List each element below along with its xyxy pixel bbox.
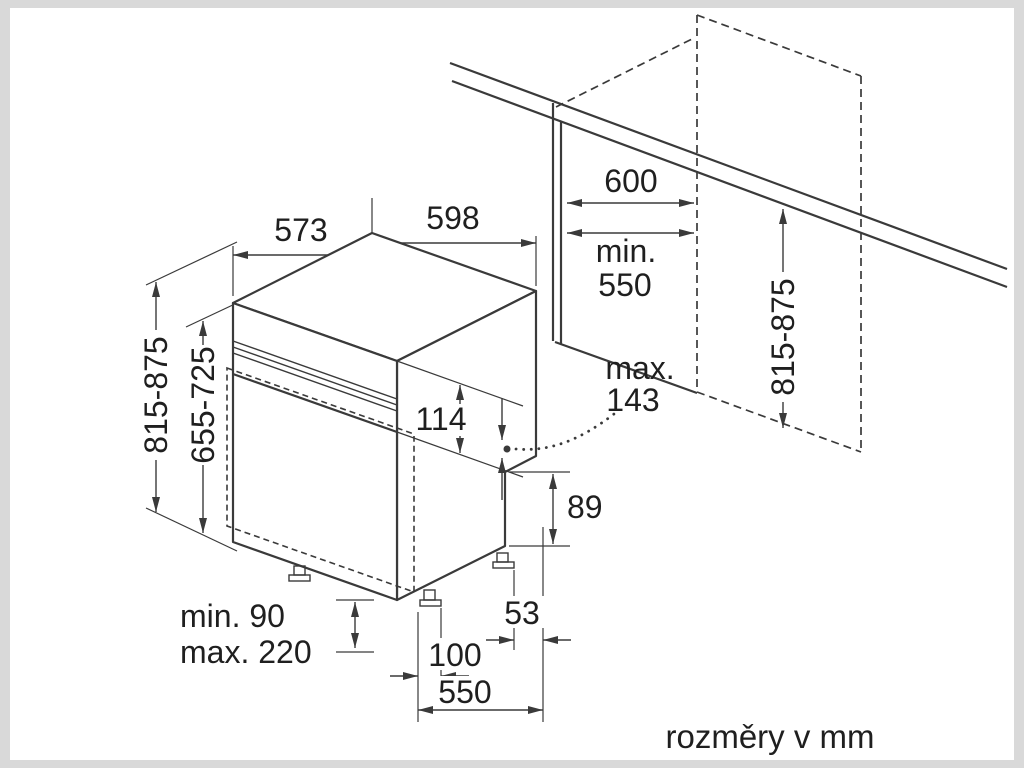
dim-max143-value: 143 (606, 382, 659, 418)
dimension-rear-foot-distance: 53 (486, 527, 571, 722)
dimension-niche-height: 815-875 (765, 209, 801, 428)
appliance-foot (492, 552, 515, 569)
control-panel-bottom-edge (232, 372, 398, 434)
dimension-niche-depth: min. 550 (567, 229, 694, 303)
appliance-foot (288, 565, 311, 582)
dim-598-label: 598 (426, 200, 479, 236)
dim-min550-value: 550 (598, 267, 651, 303)
dimension-niche-width: 600 (567, 163, 694, 207)
niche-outline (551, 14, 862, 453)
control-panel-line (232, 352, 398, 412)
control-panel-line (232, 346, 398, 406)
dishwasher-body (226, 231, 538, 607)
dim-53-label: 53 (504, 595, 540, 631)
dim-600-label: 600 (604, 163, 657, 199)
dimension-plinth-height: min. 90 max. 220 (180, 598, 374, 670)
dim-plinth-min-label: min. 90 (180, 598, 285, 634)
dim-niche-height-label: 815-875 (765, 278, 801, 395)
dim-min550-word: min. (596, 233, 656, 269)
dim-plinth-max-label: max. 220 (180, 634, 312, 670)
dimension-rear-base-height: 89 (509, 471, 603, 547)
dim-550-label: 550 (438, 674, 491, 710)
dimension-front-foot-distance: 100 (390, 608, 485, 722)
units-caption: rozměry v mm (666, 718, 875, 755)
furniture-door-outline (226, 366, 415, 594)
dim-100-label: 100 (428, 637, 481, 673)
dimension-appliance-height: 815-875 (138, 241, 238, 552)
appliance-foot (419, 589, 442, 607)
worktop (449, 61, 1008, 289)
dimension-door-panel-height: 655-725 (185, 321, 221, 533)
dim-max143-word: max. (605, 350, 674, 386)
dim-89-label: 89 (567, 489, 603, 525)
dimension-base-depth: 550 (418, 674, 543, 714)
dimension-door-max: max. 143 (498, 350, 675, 500)
control-panel-line (232, 340, 398, 400)
dim-573-label: 573 (274, 212, 327, 248)
dishwasher-front-face (231, 301, 399, 602)
dim-appliance-height-label: 815-875 (138, 336, 174, 453)
dimension-control-panel-height: 114 (396, 360, 524, 478)
dim-door-panel-height-label: 655-725 (185, 346, 221, 463)
dimension-depth: 573 (232, 198, 373, 296)
dim-114-label: 114 (415, 401, 466, 437)
pivot-point-dot (503, 445, 511, 453)
